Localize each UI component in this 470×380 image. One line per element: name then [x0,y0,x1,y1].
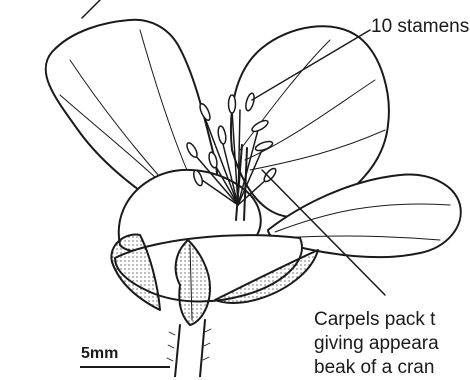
scale-bar-label: 5mm [81,346,118,362]
leader-line-top-left [82,0,100,18]
flower-stalk [175,320,205,377]
carpels-label-line-3: beak of a cran [314,356,470,380]
stamens-label: 10 stamens [371,17,469,36]
scale-bar [80,366,170,368]
carpels-label-line-1: Carpels pack t [314,308,470,332]
carpels-label-line-2: giving appeara [314,332,470,356]
carpels-label: Carpels pack t giving appeara beak of a … [314,308,470,380]
